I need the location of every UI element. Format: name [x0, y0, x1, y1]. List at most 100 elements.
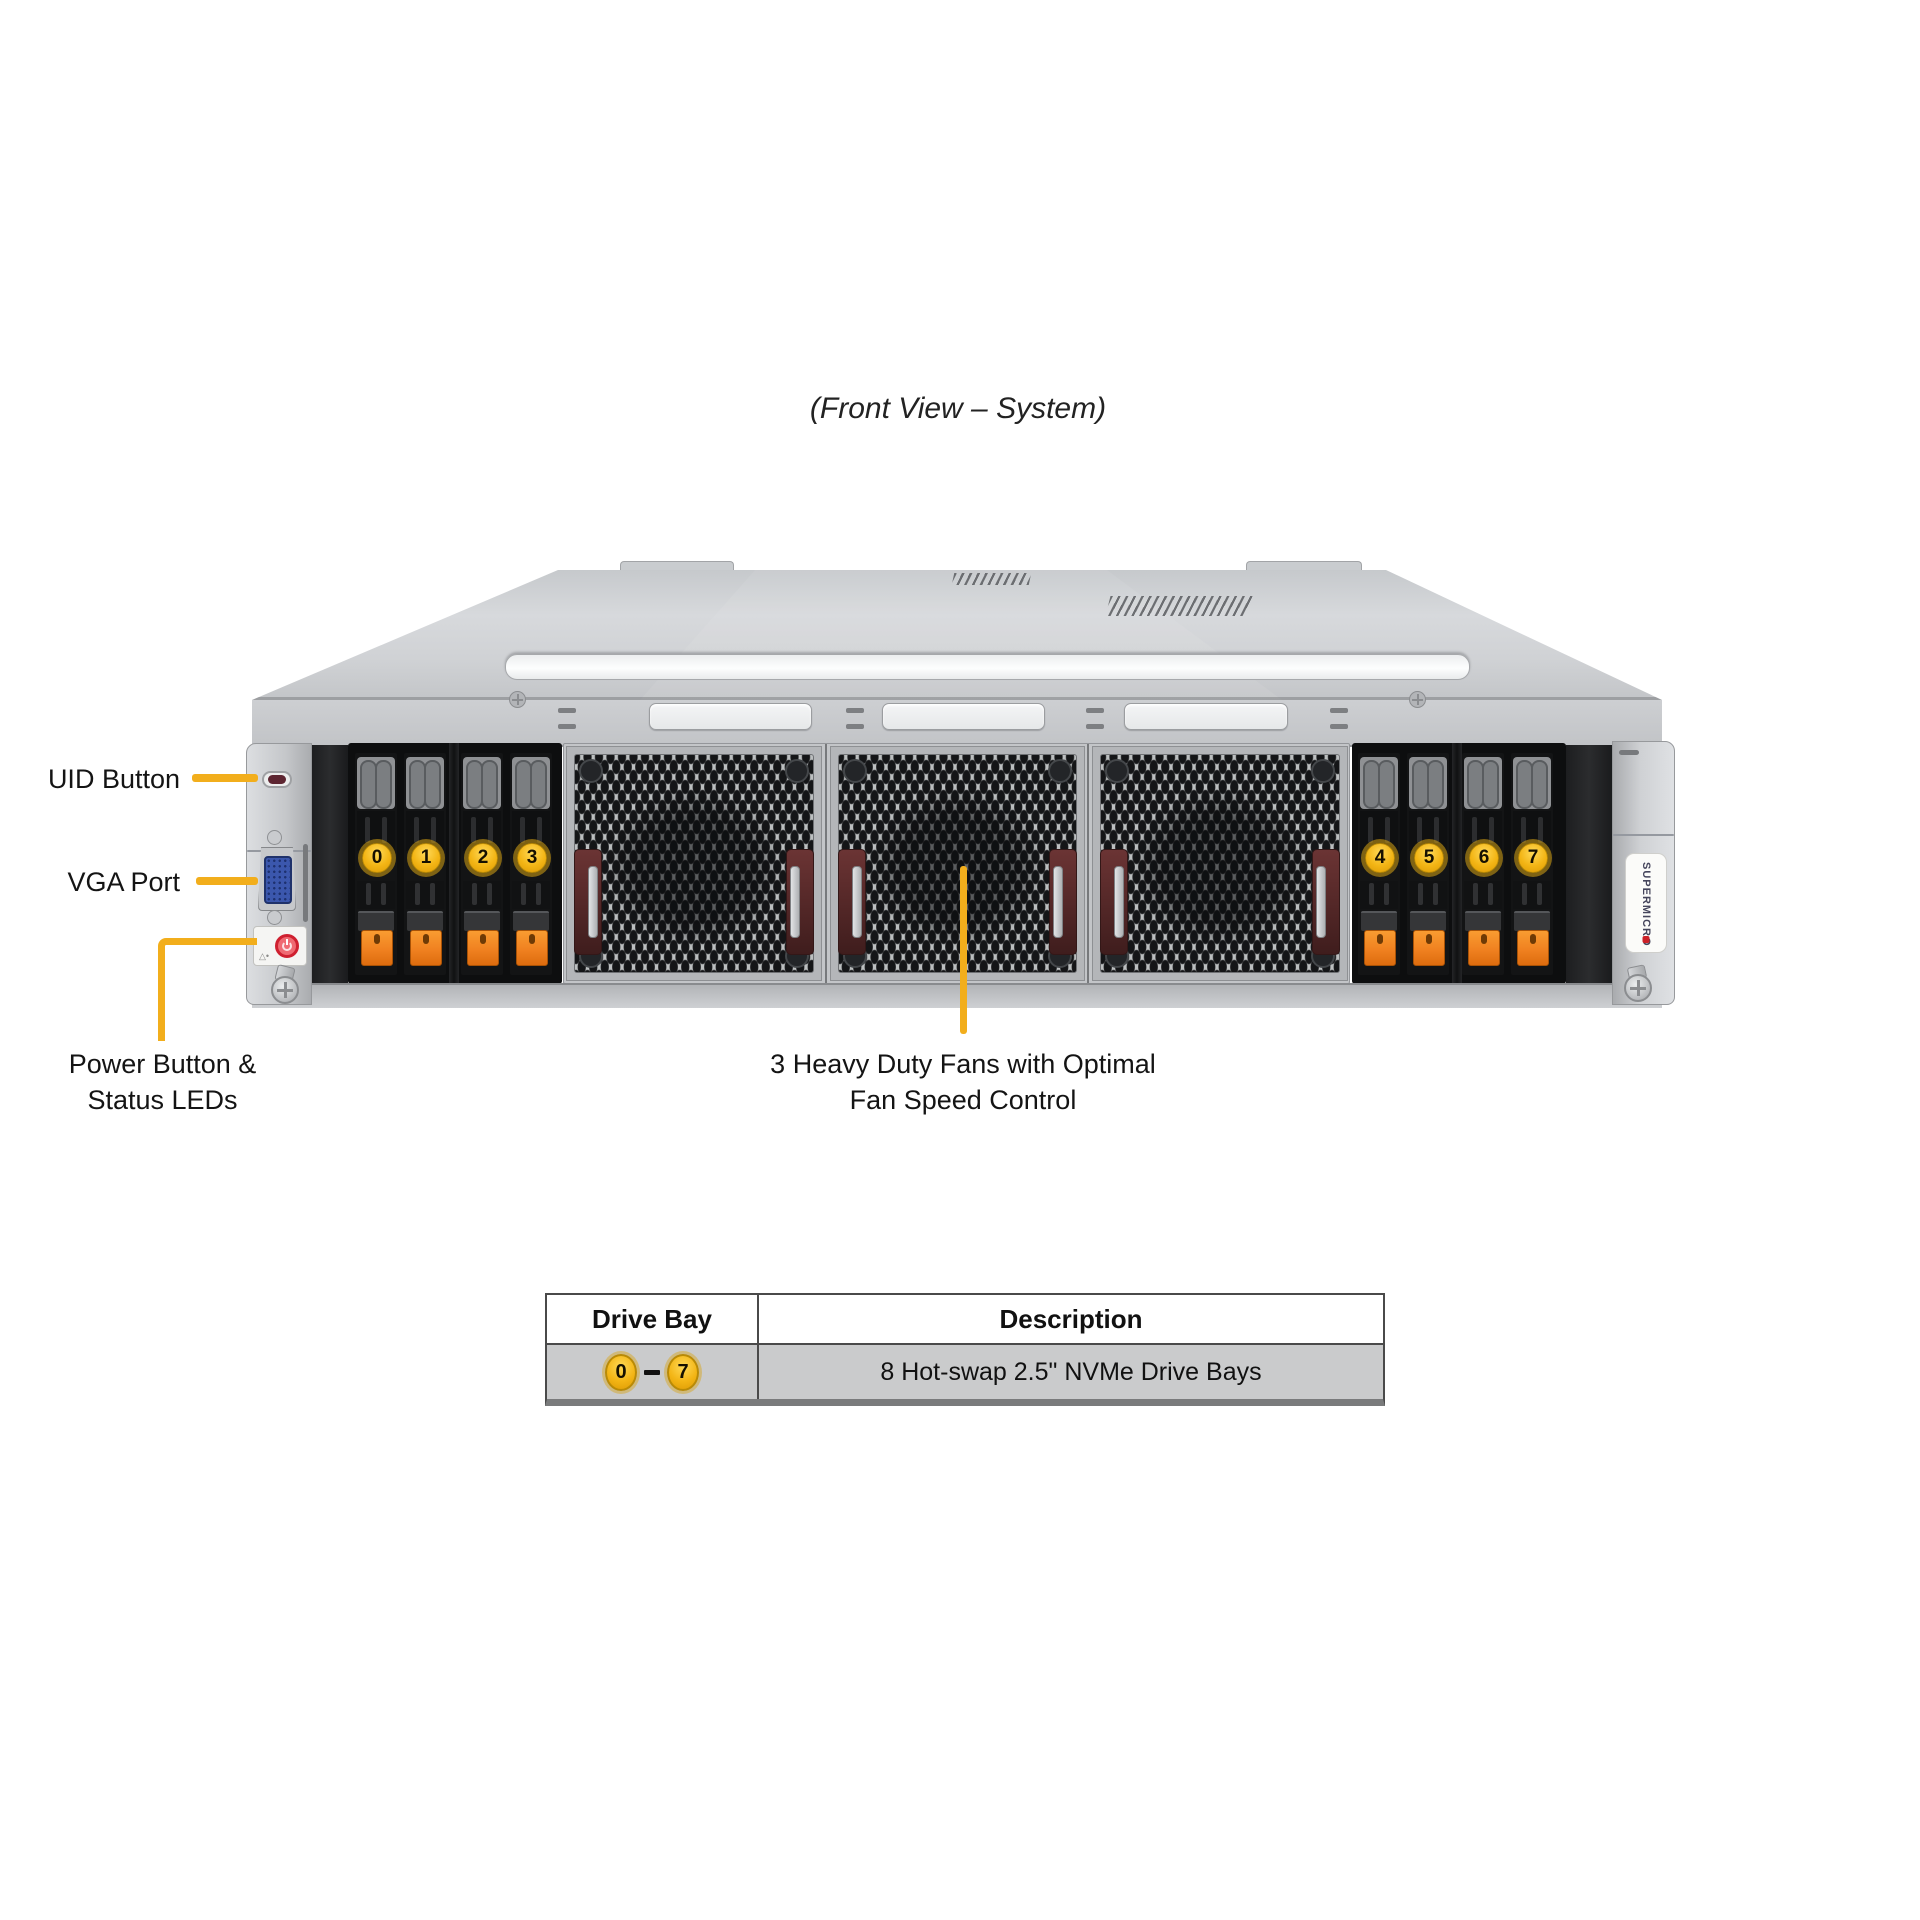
- lid-center-panel: [640, 570, 1282, 700]
- screw-icon: [509, 691, 526, 708]
- left-rack-ear: △•: [246, 743, 312, 1005]
- status-led-icons: △•: [259, 951, 270, 961]
- drive-latch: [516, 930, 548, 966]
- drive-cage-right: 4 5 6 7: [1352, 743, 1566, 984]
- lid-handle-groove: [505, 654, 1470, 680]
- power-panel: △•: [253, 926, 307, 966]
- vga-callout-line: [196, 877, 258, 885]
- node-handle-recess: [1124, 703, 1288, 730]
- thumbscrew: [271, 976, 299, 1004]
- fan-module-3: [1092, 746, 1348, 981]
- screw-icon: [1311, 759, 1335, 783]
- drive-latch: [361, 930, 393, 966]
- power-button: [275, 934, 299, 958]
- strip-cutout: [558, 708, 576, 713]
- screw-icon: [579, 759, 603, 783]
- fan-module-2: [830, 746, 1085, 981]
- drive-latch: [1413, 930, 1445, 966]
- lid-vent-slots-small: [951, 573, 1032, 585]
- fan-divider: [1087, 744, 1089, 983]
- table-cell-description: 8 Hot-swap 2.5" NVMe Drive Bays: [880, 1357, 1262, 1386]
- fan-mesh-grille: [838, 754, 1077, 973]
- fan-handle: [838, 849, 866, 955]
- strip-cutout: [1086, 708, 1104, 713]
- table-data-row: 0 7 8 Hot-swap 2.5" NVMe Drive Bays: [547, 1345, 1383, 1399]
- drive-bay-badge-4: 4: [1365, 843, 1395, 873]
- figure-title: (Front View – System): [809, 392, 1107, 425]
- fan-handle: [1312, 849, 1340, 955]
- drive-bay-badge-0: 0: [362, 843, 392, 873]
- chassis-bottom-edge: [252, 983, 1662, 1008]
- cage-divider: [1452, 743, 1462, 984]
- supermicro-logo-dot: [1642, 936, 1650, 943]
- tray-vent-icon: [1360, 757, 1398, 809]
- power-callout-line: [158, 938, 257, 1041]
- lid-front-edge: [252, 697, 1662, 700]
- power-button-label: Power Button & Status LEDs: [68, 1049, 257, 1115]
- drive-latch: [410, 930, 442, 966]
- fan-handle: [574, 849, 602, 955]
- fan-mesh-grille: [1100, 754, 1340, 973]
- drive-tray-7: 7: [1511, 753, 1553, 975]
- thumbscrew: [1624, 974, 1652, 1002]
- drive-tray-4: 4: [1358, 753, 1400, 975]
- drive-bay-badge-1: 1: [411, 843, 441, 873]
- ear-notch: [1619, 750, 1639, 755]
- chassis-recess-right: [1566, 745, 1612, 985]
- strip-cutout: [846, 724, 864, 729]
- fan-mesh-grille: [574, 754, 814, 973]
- drive-latch: [467, 930, 499, 966]
- uid-button-label: UID Button: [47, 764, 180, 794]
- vga-port-label: VGA Port: [67, 867, 180, 897]
- drive-bay-badge-7: 7: [1518, 843, 1548, 873]
- fan-wall: [563, 743, 1350, 984]
- table-cell-bay-range: 0 7: [547, 1345, 759, 1399]
- chassis-top-lid: [252, 570, 1662, 700]
- fan-handle: [786, 849, 814, 955]
- screw-icon: [785, 759, 809, 783]
- strip-cutout: [1330, 708, 1348, 713]
- screw-icon: [1105, 759, 1129, 783]
- drive-tray-3: 3: [510, 753, 552, 975]
- drive-bay-table: Drive Bay Description 0 7 8 Hot-swap 2.5…: [545, 1293, 1385, 1406]
- cage-divider: [449, 743, 459, 984]
- drive-latch: [1517, 930, 1549, 966]
- ear-side-slot: [303, 844, 308, 922]
- fan-callout-line: [960, 866, 967, 1034]
- drive-bay-badge-2: 2: [468, 843, 498, 873]
- strip-cutout: [1086, 724, 1104, 729]
- uid-led-icon: [268, 775, 286, 784]
- vga-connector-icon: [264, 856, 292, 904]
- drive-tray-5: 5: [1407, 753, 1449, 975]
- screw-icon: [843, 759, 867, 783]
- drive-tray-0: 0: [355, 753, 397, 975]
- table-header-row: Drive Bay Description: [547, 1295, 1383, 1345]
- lid-vent-slots-large: [1105, 596, 1253, 616]
- fan-module-1: [566, 746, 822, 981]
- tray-vent-icon: [1513, 757, 1551, 809]
- node-handle-recess: [649, 703, 812, 730]
- tray-vent-icon: [1409, 757, 1447, 809]
- supermicro-logo: SUPERMICRO: [1640, 862, 1652, 947]
- fan-handle: [1100, 849, 1128, 955]
- strip-cutout: [846, 708, 864, 713]
- right-rack-ear: SUPERMICRO: [1612, 741, 1675, 1005]
- screw-icon: [267, 830, 282, 845]
- tray-vent-icon: [512, 757, 550, 809]
- drive-tray-2: 2: [461, 753, 503, 975]
- uid-callout-line: [192, 774, 258, 782]
- fan-label: 3 Heavy Duty Fans with Optimal Fan Speed…: [770, 1049, 1156, 1115]
- drive-latch: [1364, 930, 1396, 966]
- chassis-recess-left: [312, 745, 348, 985]
- drive-latch: [1468, 930, 1500, 966]
- tray-vent-icon: [1464, 757, 1502, 809]
- front-top-strip: [252, 691, 1662, 747]
- brand-label: SUPERMICRO: [1625, 853, 1667, 953]
- drive-bay-badge-3: 3: [517, 843, 547, 873]
- bay-badge-end: 7: [667, 1353, 699, 1391]
- vga-port: [258, 847, 296, 911]
- drive-tray-6: 6: [1462, 753, 1504, 975]
- fan-divider: [825, 744, 827, 983]
- screw-icon: [1048, 759, 1072, 783]
